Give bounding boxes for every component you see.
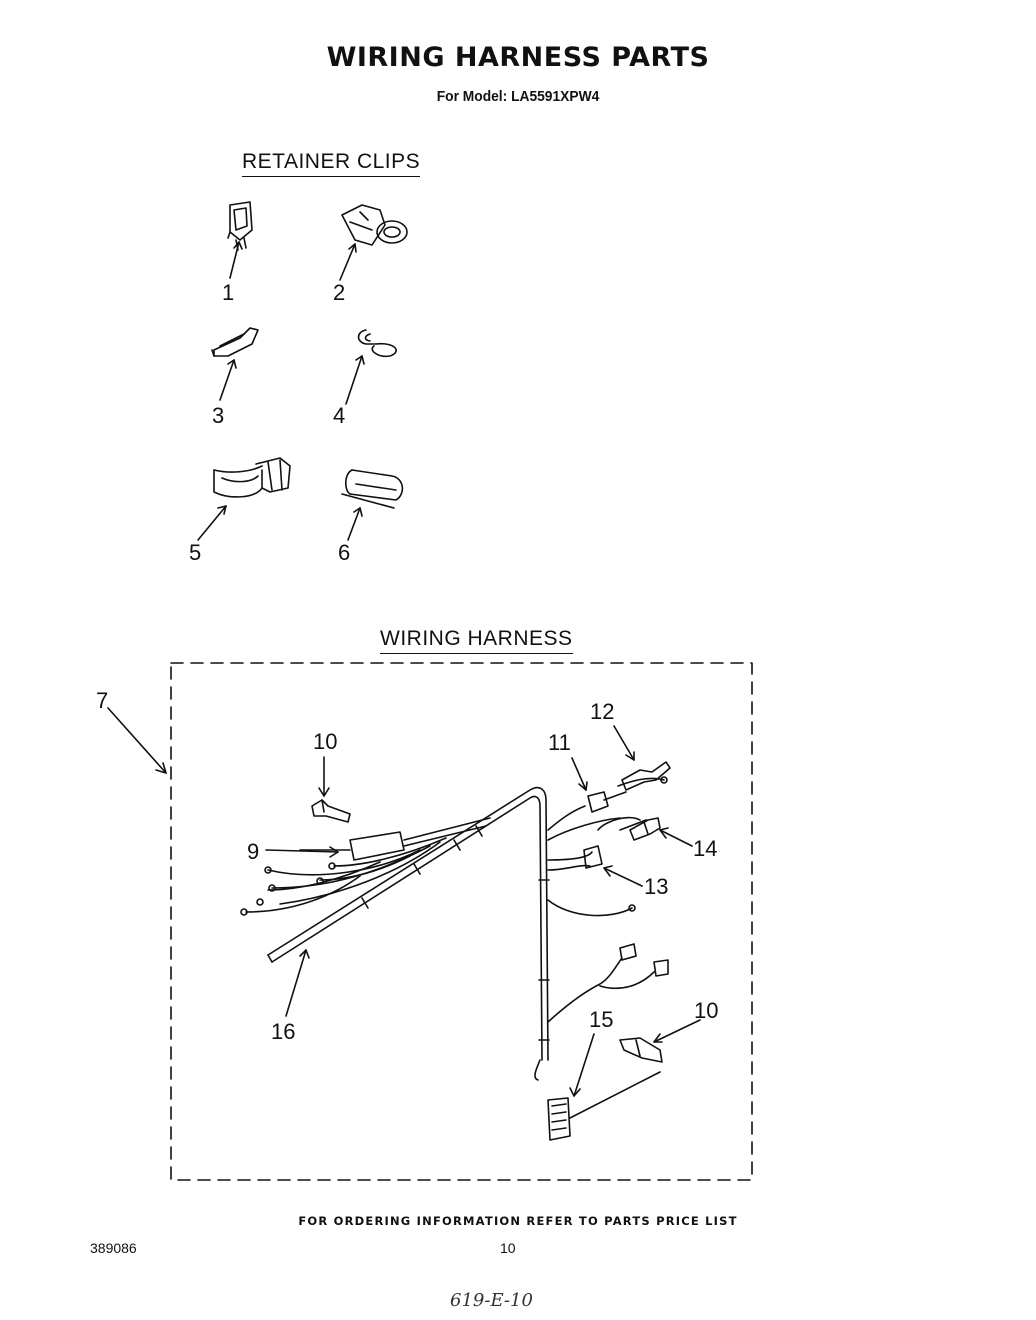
callout-13: 13 xyxy=(644,874,669,899)
clip-callout-5: 5 xyxy=(189,540,202,565)
callout-11: 11 xyxy=(548,730,571,755)
right-wires xyxy=(547,776,669,1023)
retainer-clip-2-icon xyxy=(341,204,408,246)
callout-14: 14 xyxy=(693,836,718,861)
terminal-12-icon xyxy=(621,761,671,791)
terminal-14-icon xyxy=(629,817,661,841)
clip-callout-6: 6 xyxy=(338,540,351,565)
page-number: 10 xyxy=(500,1240,516,1256)
harness-frame xyxy=(170,662,753,1181)
connector-15-icon xyxy=(547,1071,661,1141)
clip-callout-2: 2 xyxy=(333,280,346,305)
right-callout-leaders xyxy=(265,725,701,1097)
callout-10-top: 10 xyxy=(313,729,338,754)
harness-bundle xyxy=(267,786,550,1081)
terminal-10-top-icon xyxy=(311,799,351,823)
terminal-10-bottom-icon xyxy=(619,1037,663,1063)
document-number: 389086 xyxy=(90,1240,137,1256)
page-title: WIRING HARNESS PARTS xyxy=(326,42,710,73)
clip-callout-1: 1 xyxy=(222,280,235,305)
retainer-clip-3-icon xyxy=(211,327,259,357)
section-title-wiring-harness: WIRING HARNESS xyxy=(380,627,573,654)
retainer-clip-4-icon xyxy=(357,329,397,358)
section-title-retainer-clips: RETAINER CLIPS xyxy=(242,150,421,177)
callout-10-bottom: 10 xyxy=(694,998,719,1023)
callout-7: 7 xyxy=(96,688,109,713)
callout-9: 9 xyxy=(247,839,260,864)
model-subtitle: For Model: LA5591XPW4 xyxy=(436,88,600,105)
callout-16: 16 xyxy=(271,1019,296,1044)
ordering-note: FOR ORDERING INFORMATION REFER TO PARTS … xyxy=(298,1214,738,1228)
callout-10-top-leader xyxy=(318,756,330,797)
retainer-clip-5-icon xyxy=(213,457,291,498)
handwritten-note: 619-E-10 xyxy=(450,1290,533,1311)
callout-12: 12 xyxy=(590,699,615,724)
clip-callout-4: 4 xyxy=(333,403,346,428)
retainer-clip-6-icon xyxy=(341,469,404,509)
callout-15: 15 xyxy=(589,1007,614,1032)
clip-callout-3: 3 xyxy=(212,403,225,428)
clip-leader-lines xyxy=(197,241,365,541)
left-wires xyxy=(240,817,491,916)
callout-7-leader xyxy=(107,707,167,774)
